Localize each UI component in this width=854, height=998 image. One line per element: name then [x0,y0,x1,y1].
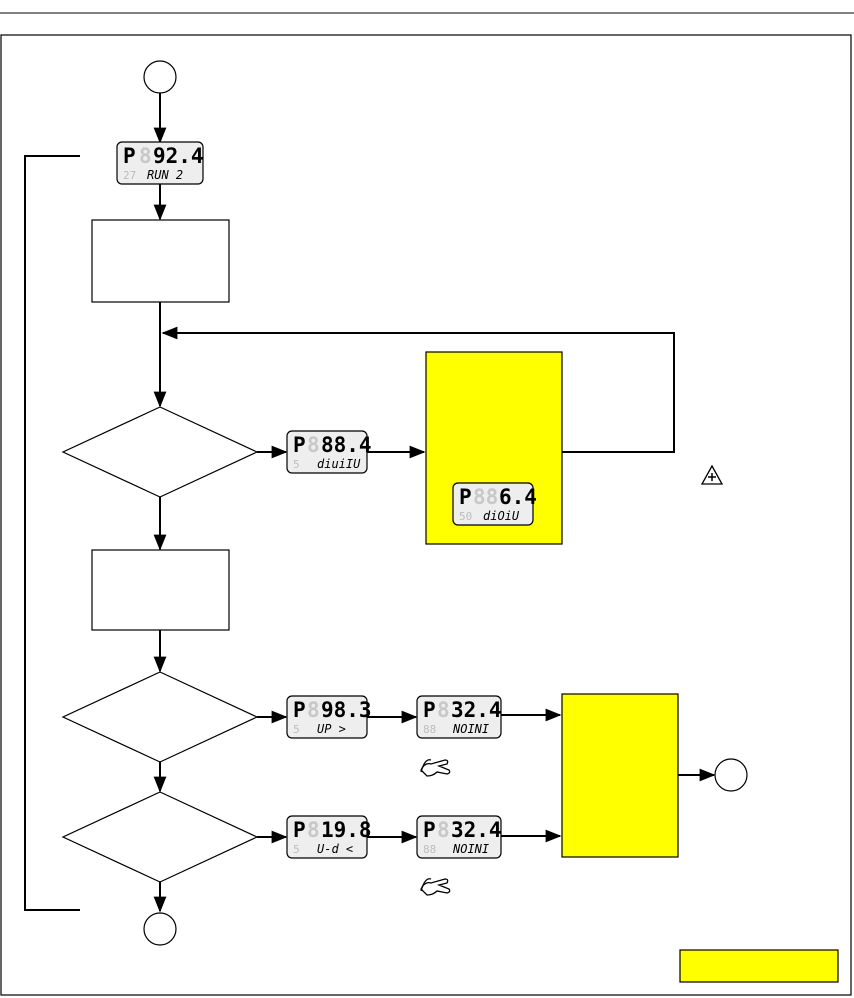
display-code: 5 [293,458,300,471]
display-value: 98.3 [321,698,372,722]
display-prefix: P [459,485,472,509]
process-box [91,549,230,631]
decision-diamond [61,406,259,498]
svg-text:8: 8 [307,433,320,457]
exit-connector [714,758,748,792]
svg-text:8: 8 [307,818,320,842]
display-prefix: P [293,818,306,842]
lcd-display-run: P 8 92.4 27 RUN 2 [116,141,204,185]
display-status-text: NOINI [452,722,489,736]
svg-text:8: 8 [139,144,152,168]
process-box [91,219,230,303]
lcd-display-manual: P 8 32.4 88 NOINI [416,695,502,739]
hand-icon [420,759,451,777]
start-connector [143,60,177,94]
lcd-display-dio: P 88 6.4 50 diOiU [452,482,537,526]
display-value: 32.4 [451,698,502,722]
lcd-display-up: P 8 98.3 5 UP > [286,695,372,739]
svg-text:8: 8 [437,698,450,722]
display-status-text: RUN 2 [147,168,183,182]
display-status-text: diuiIU [317,457,361,471]
display-value: 19.8 [321,818,372,842]
display-value: 88.4 [321,433,372,457]
display-code: 5 [293,723,300,736]
display-code: 27 [123,169,136,182]
display-prefix: P [293,698,306,722]
display-code: 50 [459,510,472,523]
lcd-display-manual: P 8 32.4 88 NOINI [416,815,502,859]
loop-bracket [24,155,80,911]
lcd-display-down: P 8 19.8 5 U-d < [286,815,372,859]
svg-text:8: 8 [307,698,320,722]
lcd-display-diu: P 8 88.4 5 diuiIU [286,430,372,474]
display-value: 32.4 [451,818,502,842]
display-code: 88 [423,723,436,736]
decision-diamond [61,671,259,763]
display-status-text: NOINI [452,842,489,856]
display-value: 6.4 [499,485,537,509]
decision-diamond [61,791,259,883]
display-status-text: diOiU [483,509,520,523]
display-prefix: P [293,433,306,457]
display-code: 88 [423,843,436,856]
display-prefix: P [423,818,436,842]
svg-text:88: 88 [473,485,498,509]
highlight-box [561,693,679,858]
return-loop-line [161,326,675,453]
hand-icon [420,878,451,896]
end-connector [143,912,177,946]
svg-text:8: 8 [437,818,450,842]
diagram-frame [0,34,852,996]
display-value: 92.4 [153,144,204,168]
legend-swatch [679,949,839,983]
display-status-text: U-d < [317,842,353,856]
warning-plus-icon [700,464,724,485]
display-status-text: UP > [317,722,346,736]
display-prefix: P [423,698,436,722]
display-prefix: P [123,144,136,168]
display-code: 5 [293,843,300,856]
